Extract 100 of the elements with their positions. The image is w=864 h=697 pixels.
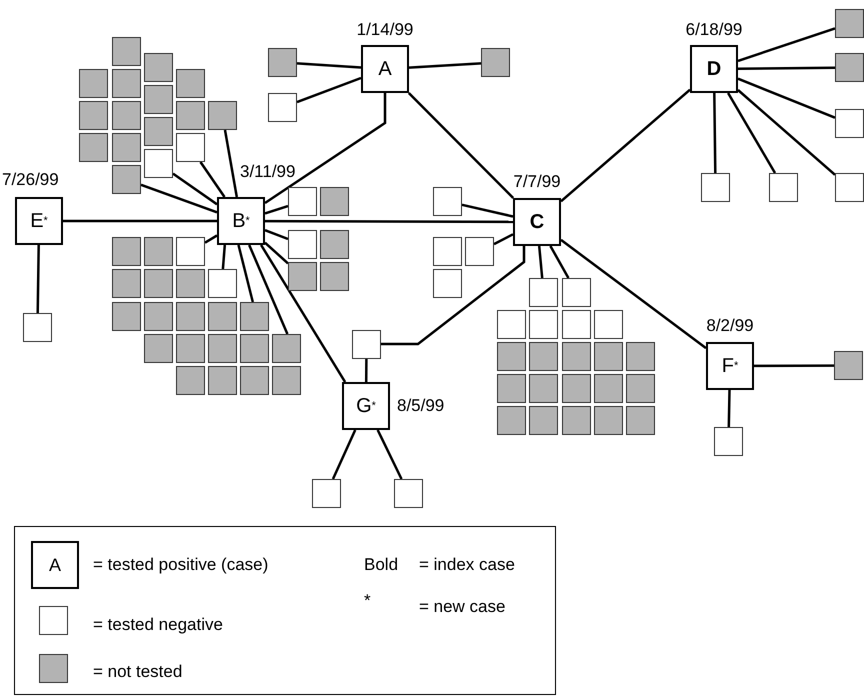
connector-line bbox=[63, 220, 217, 222]
contact-box bbox=[176, 133, 205, 162]
connector-line bbox=[462, 204, 514, 218]
connector-line bbox=[381, 246, 526, 346]
contact-box bbox=[626, 406, 655, 435]
contact-box bbox=[268, 93, 297, 122]
connector-line bbox=[549, 245, 570, 279]
contact-box bbox=[144, 334, 173, 363]
connector-line bbox=[222, 244, 226, 270]
contact-box bbox=[352, 330, 381, 359]
contact-box bbox=[594, 310, 623, 339]
connector-line bbox=[408, 62, 482, 69]
connector-line bbox=[36, 244, 40, 314]
contact-box bbox=[320, 187, 349, 216]
contact-box bbox=[320, 262, 349, 291]
connector-line bbox=[538, 246, 544, 278]
contact-box bbox=[208, 366, 237, 395]
contact-box bbox=[176, 101, 205, 130]
legend-label: = tested negative bbox=[93, 615, 223, 635]
connector-line bbox=[199, 161, 226, 198]
connector-line bbox=[560, 88, 691, 202]
contact-box bbox=[433, 237, 462, 266]
contact-box bbox=[835, 9, 864, 38]
contact-box bbox=[562, 342, 591, 371]
case-box: A bbox=[361, 45, 409, 93]
contact-box bbox=[79, 69, 108, 98]
contact-box bbox=[112, 133, 141, 162]
contact-box bbox=[320, 230, 349, 259]
contact-box bbox=[562, 374, 591, 403]
connector-line bbox=[738, 78, 836, 119]
contact-box bbox=[144, 302, 173, 331]
contact-box bbox=[176, 269, 205, 298]
connector-line bbox=[754, 364, 834, 368]
contact-box bbox=[481, 48, 510, 77]
connector-line bbox=[738, 27, 836, 62]
contact-box bbox=[144, 269, 173, 298]
connector-line bbox=[560, 238, 707, 350]
contact-box bbox=[240, 302, 269, 331]
connector-line bbox=[140, 184, 218, 214]
contact-box bbox=[79, 101, 108, 130]
legend-symbol: * bbox=[364, 591, 371, 611]
connector-line bbox=[172, 172, 218, 206]
connector-line bbox=[332, 429, 356, 480]
date-label: 6/18/99 bbox=[686, 20, 742, 40]
connector-line bbox=[296, 76, 362, 104]
contact-box bbox=[288, 262, 317, 291]
contact-box bbox=[497, 406, 526, 435]
date-label: 8/5/99 bbox=[397, 396, 444, 416]
case-box: B$^{*}$ bbox=[217, 197, 265, 245]
contact-box bbox=[594, 342, 623, 371]
contact-box bbox=[529, 342, 558, 371]
contact-box bbox=[23, 313, 52, 342]
case-box: D bbox=[690, 45, 738, 93]
connector-line bbox=[493, 233, 514, 246]
connector-line bbox=[728, 390, 731, 428]
contact-box bbox=[208, 101, 237, 130]
contact-box bbox=[112, 37, 141, 66]
contact-box bbox=[433, 269, 462, 298]
date-label: 7/26/99 bbox=[2, 170, 59, 190]
connector-line bbox=[237, 244, 254, 302]
contact-box bbox=[112, 69, 141, 98]
date-label: 1/14/99 bbox=[356, 20, 414, 40]
contact-box bbox=[529, 406, 558, 435]
contact-box bbox=[112, 302, 141, 331]
case-symbol: A bbox=[31, 541, 79, 589]
connector-line bbox=[738, 66, 836, 70]
contact-box bbox=[529, 278, 558, 307]
connector-line bbox=[264, 242, 289, 264]
contact-box bbox=[835, 173, 864, 202]
contact-box bbox=[176, 366, 205, 395]
connector-line bbox=[296, 62, 362, 69]
contact-box bbox=[834, 351, 863, 380]
contact-box bbox=[144, 85, 173, 114]
date-label: 7/7/99 bbox=[513, 172, 561, 192]
connector-line bbox=[265, 220, 513, 224]
contact-box bbox=[268, 48, 297, 77]
connector-line bbox=[248, 244, 289, 334]
contact-box bbox=[562, 310, 591, 339]
legend-label: = tested positive (case) bbox=[93, 555, 268, 575]
contact-box bbox=[272, 366, 301, 395]
contact-box bbox=[433, 187, 462, 216]
contact-box bbox=[240, 366, 269, 395]
legend-label: = not tested bbox=[93, 662, 182, 682]
contact-box bbox=[144, 149, 173, 178]
contact-box bbox=[288, 187, 317, 216]
legend-symbol: Bold bbox=[364, 555, 398, 575]
contact-box bbox=[144, 237, 173, 266]
contact-box bbox=[208, 334, 237, 363]
contact-box bbox=[112, 269, 141, 298]
contact-box bbox=[594, 374, 623, 403]
case-box: F$^{*}$ bbox=[706, 342, 754, 390]
contact-box bbox=[594, 406, 623, 435]
contact-box bbox=[835, 109, 864, 138]
case-box: C bbox=[513, 198, 561, 246]
contact-box bbox=[835, 53, 864, 82]
contact-box bbox=[626, 374, 655, 403]
contact-box bbox=[562, 406, 591, 435]
contact-box bbox=[497, 374, 526, 403]
contact-box bbox=[626, 342, 655, 371]
contact-box bbox=[288, 230, 317, 259]
